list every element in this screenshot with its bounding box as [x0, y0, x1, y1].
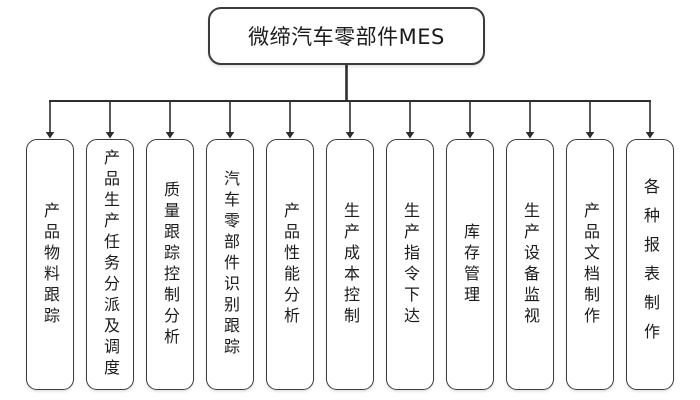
branch-label: 生产指令下达 — [401, 201, 420, 328]
branch-node: 质量跟踪控制分析 — [146, 139, 194, 390]
arrowhead — [585, 132, 595, 139]
branch-node: 产品物料跟踪 — [26, 139, 74, 390]
branch-node: 库存管理 — [446, 139, 494, 390]
branches-row: 产品物料跟踪 产品生产任务分派及调度 质量跟踪控制分析 汽车零部件识别跟踪 产品性能分析… — [26, 139, 674, 390]
branch-label: 产品文档制作 — [581, 201, 600, 328]
arrowhead — [165, 132, 175, 139]
branch-node: 各种报表制作 — [626, 139, 674, 390]
arrowhead — [645, 132, 655, 139]
arrowhead — [465, 132, 475, 139]
branch-node: 产品生产任务分派及调度 — [86, 139, 134, 390]
root-node: 微缔汽车零部件MES — [208, 7, 485, 65]
branch-label: 库存管理 — [461, 222, 480, 307]
arrowhead — [285, 132, 295, 139]
branch-label: 生产成本控制 — [341, 201, 360, 328]
arrowhead — [45, 132, 55, 139]
arrowhead — [405, 132, 415, 139]
arrowhead — [345, 132, 355, 139]
arrowhead — [225, 132, 235, 139]
branch-label: 质量跟踪控制分析 — [161, 180, 180, 349]
branch-label: 汽车零部件识别跟踪 — [221, 170, 240, 359]
branch-label: 生产设备监视 — [521, 201, 540, 328]
branch-node: 产品性能分析 — [266, 139, 314, 390]
root-label: 微缔汽车零部件MES — [248, 25, 445, 49]
branch-node: 汽车零部件识别跟踪 — [206, 139, 254, 390]
branch-node: 生产指令下达 — [386, 139, 434, 390]
arrowhead — [525, 132, 535, 139]
arrowhead — [105, 132, 115, 139]
branch-node: 生产成本控制 — [326, 139, 374, 390]
branch-label: 各种报表制作 — [641, 177, 660, 352]
branch-node: 产品文档制作 — [566, 139, 614, 390]
branch-label: 产品生产任务分派及调度 — [101, 149, 120, 380]
branch-label: 产品物料跟踪 — [41, 201, 60, 328]
branch-label: 产品性能分析 — [281, 201, 300, 328]
branch-node: 生产设备监视 — [506, 139, 554, 390]
